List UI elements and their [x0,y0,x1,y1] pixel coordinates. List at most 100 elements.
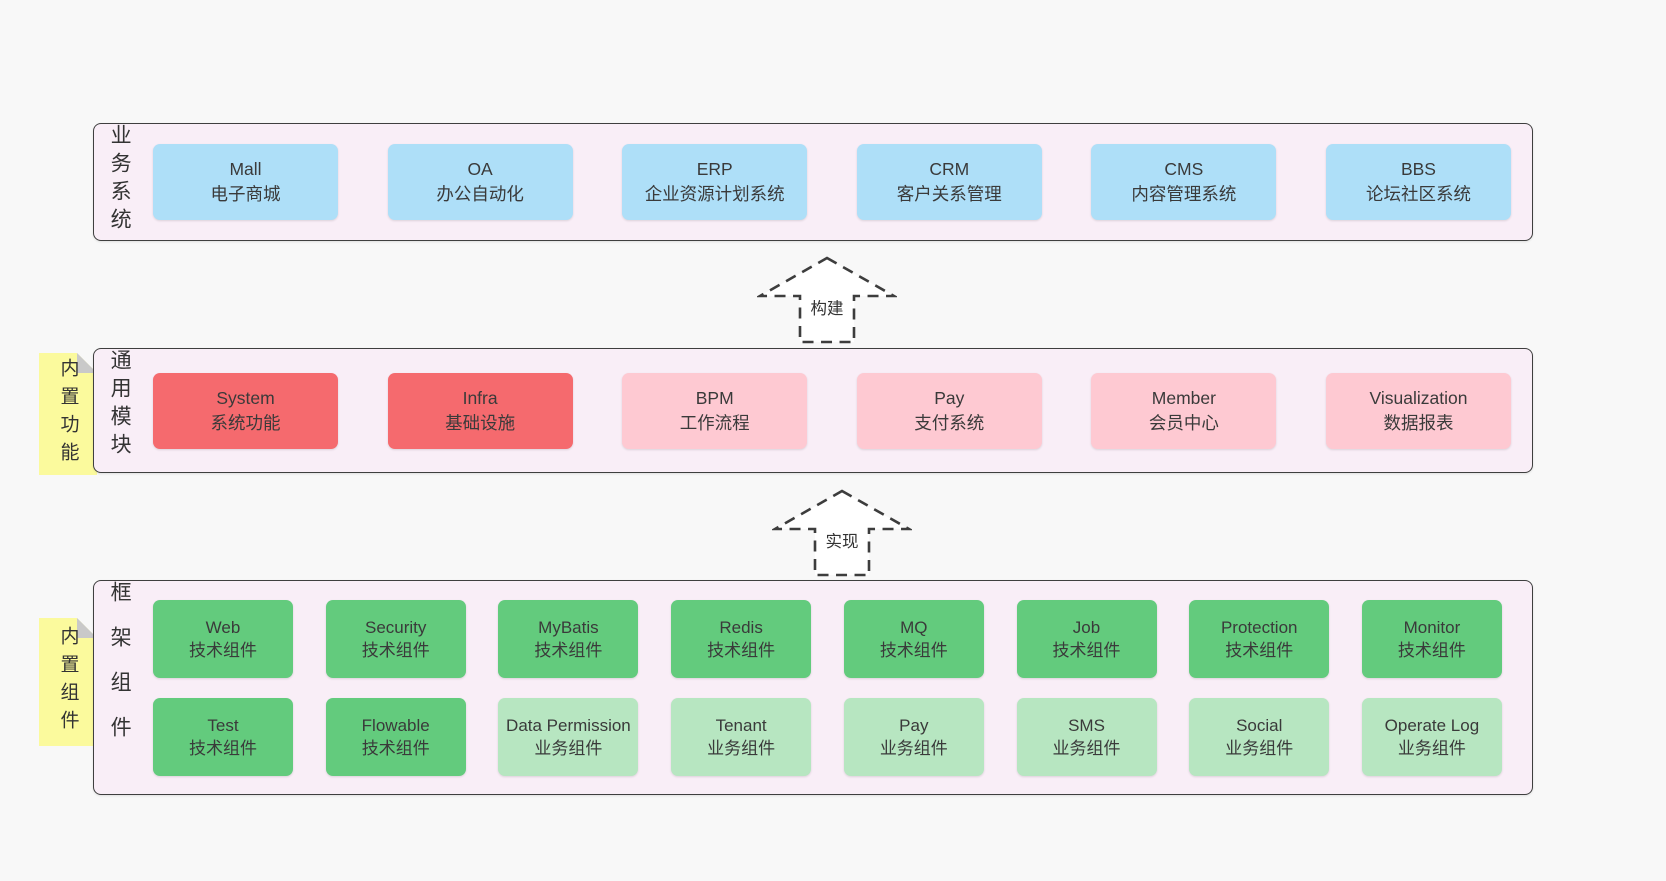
node-subtitle: 支付系统 [914,412,985,433]
node-cms: CMS 内容管理系统 [1091,144,1277,220]
node-pay-module: Pay 支付系统 [856,372,1042,449]
node-security: Security 技术组件 [325,599,466,678]
node-title: Data Permission [506,715,631,735]
node-oa: OA 办公自动化 [387,144,573,220]
sticky-label: 内置组件 [57,626,79,738]
node-social: Social 业务组件 [1189,697,1330,776]
node-subtitle: 电子商城 [210,184,281,204]
node-data-permission: Data Permission 业务组件 [498,697,639,776]
node-mq: MQ 技术组件 [843,599,984,678]
node-subtitle: 技术组件 [534,640,603,660]
band-framework-components: 框架组件 Web 技术组件 Security 技术组件 MyBatis 技术组件… [93,580,1533,795]
node-title: Job [1072,617,1101,637]
node-subtitle: 技术组件 [1397,640,1466,660]
sticky-label: 内置功能 [57,358,79,470]
node-system: System 系统功能 [153,372,338,449]
node-title: Mall [229,159,262,179]
node-operate-log: Operate Log 业务组件 [1361,697,1502,776]
node-subtitle: 技术组件 [189,640,257,660]
node-title: Security [364,617,427,637]
node-subtitle: 数据报表 [1383,412,1454,433]
arrow-implement: 实现 [772,488,912,578]
node-title: CMS [1164,159,1204,179]
node-subtitle: 会员中心 [1148,412,1219,433]
arrow-build-label: 构建 [807,295,847,319]
arrow-build: 构建 [757,255,897,345]
node-title: ERP [696,159,733,179]
node-crm: CRM 客户关系管理 [856,144,1042,220]
node-subtitle: 内容管理系统 [1131,184,1237,204]
node-title: Redis [719,617,763,637]
node-title: Tenant [715,715,767,735]
node-title: MyBatis [538,617,599,637]
node-title: Web [205,617,241,637]
node-title: BBS [1400,159,1436,179]
node-title: Protection [1220,617,1298,637]
node-title: Monitor [1403,617,1461,637]
node-member: Member 会员中心 [1091,372,1277,449]
node-subtitle: 业务组件 [1052,738,1121,758]
node-subtitle: 技术组件 [361,738,430,758]
node-subtitle: 技术组件 [707,640,776,660]
band-components-label: 框架组件 [108,581,132,761]
node-redis: Redis 技术组件 [671,599,812,678]
node-title: OA [467,159,493,179]
node-subtitle: 技术组件 [189,738,257,758]
node-infra: Infra 基础设施 [387,372,573,449]
band-business-boxes: Mall 电子商城 OA 办公自动化 ERP 企业资源计划系统 CRM 客户关系… [153,124,1511,240]
band-common-modules: 通用模块 System 系统功能 Infra 基础设施 BPM 工作流程 Pay… [93,348,1533,473]
node-subtitle: 技术组件 [1052,640,1121,660]
node-subtitle: 技术组件 [879,640,948,660]
components-row-2: Test 技术组件 Flowable 技术组件 Data Permission … [153,697,1502,776]
arrow-implement-label: 实现 [822,528,862,552]
sticky-paper [39,618,97,746]
node-title: Pay [899,715,929,735]
node-title: CRM [929,159,970,179]
node-title: Social [1236,715,1283,735]
node-visualization: Visualization 数据报表 [1325,372,1511,449]
node-pay-component: Pay 业务组件 [843,697,984,776]
node-subtitle: 企业资源计划系统 [644,184,785,204]
node-monitor: Monitor 技术组件 [1361,599,1502,678]
node-title: Test [207,715,239,735]
node-subtitle: 办公自动化 [436,184,524,204]
node-subtitle: 业务组件 [1225,738,1294,758]
band-modules-label: 通用模块 [108,349,132,461]
node-title: BPM [695,387,734,408]
node-title: Member [1151,387,1216,408]
node-mall: Mall 电子商城 [153,144,338,220]
node-subtitle: 基础设施 [445,412,516,433]
node-title: SMS [1068,715,1105,735]
band-modules-boxes: System 系统功能 Infra 基础设施 BPM 工作流程 Pay 支付系统… [153,349,1511,472]
node-title: Infra [462,387,498,408]
node-subtitle: 业务组件 [534,738,603,758]
node-title: Visualization [1369,387,1468,408]
band-components-boxes: Web 技术组件 Security 技术组件 MyBatis 技术组件 Redi… [153,581,1502,794]
node-title: MQ [900,617,928,637]
node-subtitle: 业务组件 [879,738,948,758]
sticky-built-in-components: 内置组件 [39,618,97,746]
band-business-systems: 业务系统 Mall 电子商城 OA 办公自动化 ERP 企业资源计划系统 CRM… [93,123,1533,241]
node-bpm: BPM 工作流程 [622,372,808,449]
node-subtitle: 业务组件 [707,738,776,758]
components-row-1: Web 技术组件 Security 技术组件 MyBatis 技术组件 Redi… [153,599,1502,678]
node-subtitle: 系统功能 [210,412,281,433]
node-flowable: Flowable 技术组件 [325,697,466,776]
node-title: Flowable [361,715,430,735]
node-web: Web 技术组件 [153,599,293,678]
node-title: Operate Log [1384,715,1480,735]
node-subtitle: 业务组件 [1397,738,1466,758]
node-subtitle: 技术组件 [1225,640,1294,660]
node-title: Pay [934,387,965,408]
band-business-label: 业务系统 [108,124,132,236]
node-sms: SMS 业务组件 [1016,697,1157,776]
node-mybatis: MyBatis 技术组件 [498,599,639,678]
sticky-paper [39,353,97,475]
node-erp: ERP 企业资源计划系统 [622,144,808,220]
node-subtitle: 客户关系管理 [896,184,1002,204]
node-title: System [216,387,275,408]
node-subtitle: 工作流程 [679,412,750,433]
node-subtitle: 论坛社区系统 [1365,184,1471,204]
node-protection: Protection 技术组件 [1189,599,1330,678]
